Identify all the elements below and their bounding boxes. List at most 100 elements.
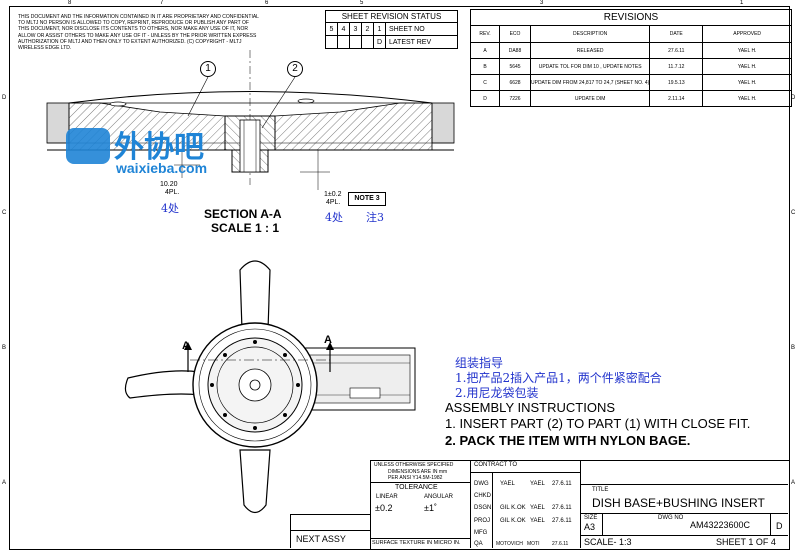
divider: [770, 513, 771, 535]
zone-letter: B: [2, 345, 7, 351]
revision-row: C 6628 UPDATE DIM FROM 24,817 TO 24,7 (S…: [470, 74, 792, 91]
zone-letter: D: [791, 95, 796, 101]
dim-sub-2: 4PL.: [326, 199, 341, 206]
divider: [492, 472, 493, 548]
role-mfg: MFG: [474, 530, 488, 536]
zone-number: 6: [265, 0, 269, 6]
divider: [580, 513, 788, 514]
divider: [370, 538, 470, 539]
assembly-cn-step-2: 2.用尼龙袋包装: [455, 386, 539, 400]
zone-letter: A: [2, 480, 7, 486]
sheet-revision-status-table: SHEET REVISION STATUS 5 4 3 2 1 SHEET NO…: [325, 10, 458, 49]
zone-letter: C: [791, 210, 796, 216]
zone-letter: B: [791, 345, 796, 351]
description-cell: UPDATE TOL FOR DIM 10 , UPDATE NOTES: [529, 58, 651, 75]
dim-value-1: 10.20: [160, 181, 178, 188]
watermark-logo-icon: [66, 128, 110, 164]
watermark-brand: 外协吧: [114, 130, 204, 165]
description-cell: RELEASED: [529, 42, 651, 59]
drawing-border: [9, 6, 790, 550]
section-mark-left: A: [182, 340, 190, 352]
contract-to: CONTRACT TO: [474, 462, 518, 468]
description-header: DESCRIPTION: [529, 25, 651, 43]
dwg-name: YAEL: [500, 481, 515, 487]
dwg-name-2: YAEL: [530, 481, 545, 487]
rev-cell: D: [470, 90, 500, 107]
title-label: TITLE: [592, 487, 609, 493]
dwg-no: AM43223600C: [690, 520, 751, 530]
disclaimer-line: TO MLTJ NO PERSON IS ALLOWED TO COPY, RE…: [18, 20, 249, 27]
divider: [470, 472, 580, 473]
role-proj: PROJ: [474, 518, 491, 524]
ansi-standard: PER ANSI Y14.5M-1982: [388, 475, 443, 481]
eco-cell: 5645: [499, 58, 531, 75]
rev-cell: C: [470, 74, 500, 91]
eco-cell: 7226: [499, 90, 531, 107]
size-label: SIZE: [584, 515, 598, 521]
zone-letter: C: [2, 210, 7, 216]
top-view: [124, 260, 416, 514]
cn-annotation-3: 注3: [366, 211, 384, 224]
disclaimer-line: THIS DOCUMENT AND THE INFORMATION CONTAI…: [18, 14, 259, 20]
disclaimer-block: THIS DOCUMENT AND THE INFORMATION CONTAI…: [18, 14, 318, 51]
proj-ok: OK: [517, 518, 526, 524]
linear-tolerance: ±0.2: [375, 503, 393, 513]
divider: [290, 514, 370, 515]
callout-label: 2: [292, 63, 298, 74]
zone-letter: A: [791, 480, 796, 486]
rev-cell: A: [470, 42, 500, 59]
divider: [290, 530, 370, 531]
tolerance-label: TOLERANCE: [395, 484, 438, 491]
revisions-table: REVISIONS REV. ECO DESCRIPTION DATE APPR…: [470, 9, 792, 107]
divider: [602, 513, 603, 535]
surface-texture: SURFACE TEXTURE IN MICRO IN.: [372, 540, 461, 546]
eco-cell: DA88: [499, 42, 531, 59]
dsgn-ok: OK: [517, 505, 526, 511]
revision-row: A DA88 RELEASED 27.6.11 YAEL H.: [470, 42, 792, 59]
zone-number: 3: [540, 0, 544, 6]
section-mark-right: A: [324, 334, 332, 346]
dsgn-name-2: YAEL: [530, 505, 545, 511]
angular-label: ANGULAR: [424, 494, 454, 500]
assembly-title: ASSEMBLY INSTRUCTIONS: [445, 400, 615, 415]
assembly-step-1: 1. INSERT PART (2) TO PART (1) WITH CLOS…: [445, 416, 751, 431]
approved-cell: YAEL H.: [702, 58, 792, 75]
proj-name-2: YAEL: [530, 518, 545, 524]
dim-sub-1: 4PL.: [165, 189, 180, 196]
callout-balloon-1: 1: [200, 61, 216, 77]
zone-number: 8: [68, 0, 72, 6]
revision-row: B 5645 UPDATE TOL FOR DIM 10 , UPDATE NO…: [470, 58, 792, 75]
divider: [470, 460, 471, 548]
divider: [580, 460, 581, 548]
rev-value: D: [776, 521, 783, 531]
callout-balloon-2: 2: [287, 61, 303, 77]
unless-specified: UNLESS OTHERWISE SPECIFIED: [374, 462, 454, 468]
revision-row: D 7226 UPDATE DIM 2.11.14 YAEL H.: [470, 90, 792, 107]
date-cell: 27.6.11: [649, 42, 704, 59]
angular-tolerance: ±1˚: [424, 503, 437, 513]
cn-annotation-2: 4处: [325, 211, 343, 224]
zone-letter: D: [2, 95, 7, 101]
sheet-value: SHEET 1 OF 4: [716, 537, 776, 547]
size-value: A3: [584, 522, 596, 532]
approved-cell: YAEL H.: [702, 74, 792, 91]
title-block: [370, 460, 789, 549]
disclaimer-line: AUTHORIZATION OF MLTJ AND THEN ONLY TO E…: [18, 38, 242, 45]
role-dsgn: DSGN: [474, 505, 492, 511]
dsgn-name: GIL K.: [500, 505, 517, 511]
cn-annotation-1: 4处: [161, 202, 179, 215]
zone-number: 5: [360, 0, 364, 6]
proj-date: 27.6.11: [552, 518, 572, 524]
note-flag: NOTE 3: [348, 192, 386, 206]
zone-number: 1: [740, 0, 744, 6]
dwg-date: 27.6.11: [552, 481, 572, 487]
qa-name: MOTOVICH: [496, 541, 523, 547]
approved-cell: YAEL H.: [702, 90, 792, 107]
scale-value: SCALE- 1:3: [584, 537, 632, 547]
dims-in-mm: DIMENSIONS ARE IN mm: [388, 469, 448, 475]
next-assy: NEXT ASSY: [296, 534, 346, 544]
qa-date: 27.6.11: [552, 541, 569, 547]
date-header: DATE: [649, 25, 704, 43]
callout-label: 1: [205, 63, 211, 74]
latest-rev-label: LATEST REV: [385, 35, 458, 49]
